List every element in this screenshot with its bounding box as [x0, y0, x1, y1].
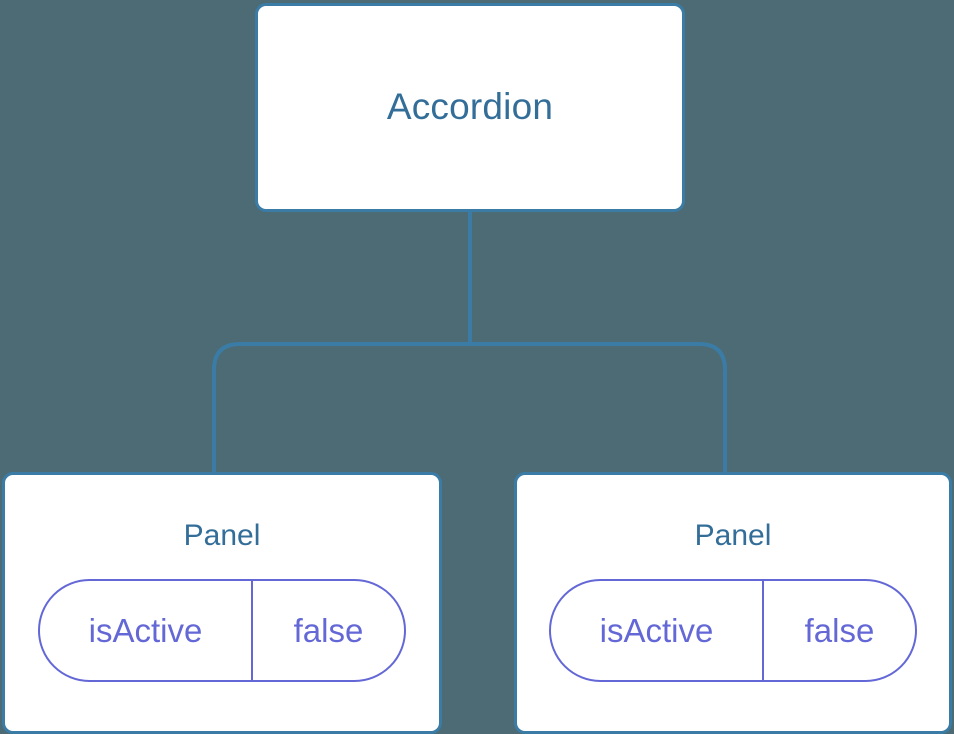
node-panel-1-title: Panel [694, 519, 772, 552]
node-accordion-title: Accordion [386, 86, 554, 128]
node-panel-1-prop-isactive[interactable]: isActive false [549, 579, 917, 682]
node-panel-1-prop-key: isActive [551, 581, 764, 680]
node-panel-0[interactable]: Panel isActive false [2, 472, 442, 734]
node-panel-0-prop-key: isActive [40, 581, 253, 680]
edge-to-panel-0 [212, 342, 470, 478]
node-panel-1-prop-value: false [804, 612, 875, 649]
edge-to-panel-1 [470, 342, 727, 478]
node-accordion[interactable]: Accordion [255, 3, 685, 212]
node-panel-1[interactable]: Panel isActive false [514, 472, 952, 734]
node-panel-0-prop-isactive[interactable]: isActive false [38, 579, 406, 682]
node-panel-0-prop-value: false [293, 612, 364, 649]
node-panel-0-title: Panel [183, 519, 261, 552]
